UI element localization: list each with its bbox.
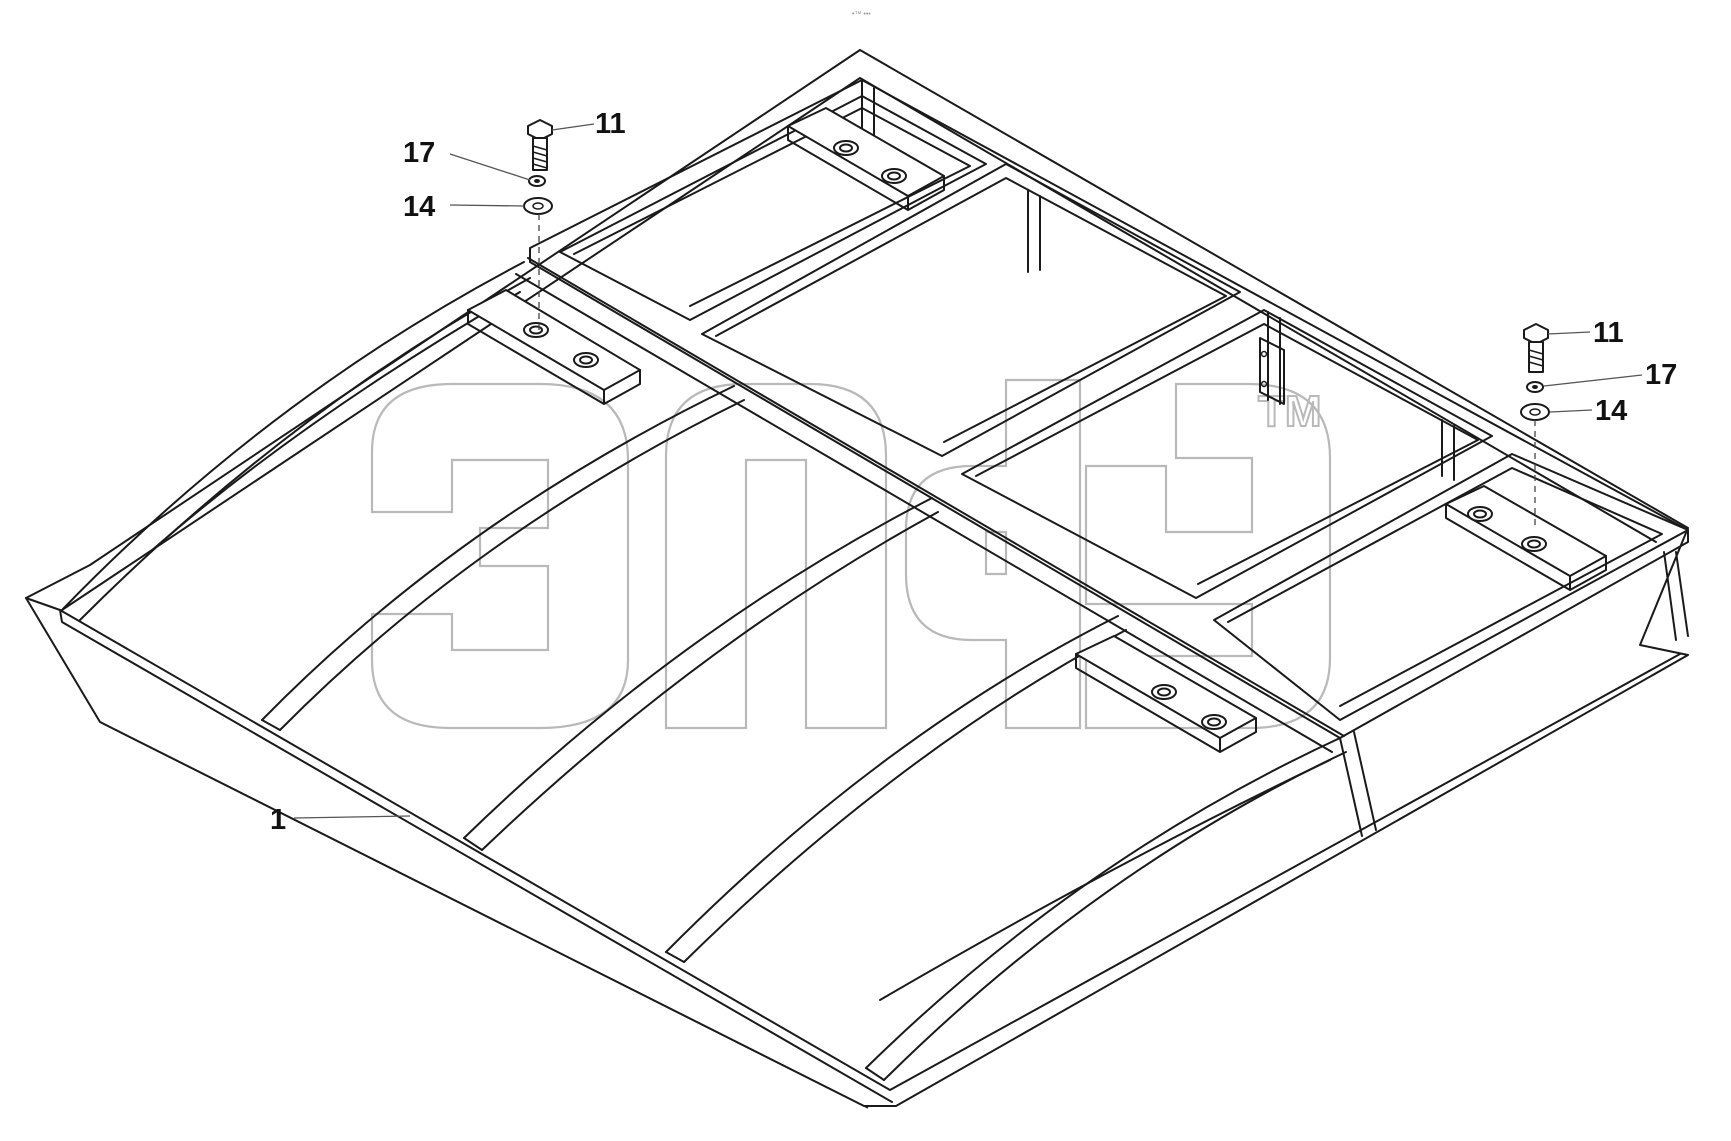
frame-opening-2: [701, 163, 1241, 457]
callout-14-right: 14: [1595, 395, 1627, 427]
callout-17-right: 17: [1645, 359, 1677, 391]
mount-bracket-2: [787, 107, 945, 211]
frame-opening-4: [1213, 453, 1689, 721]
frame-outer-rim: [25, 49, 1689, 1107]
callout-11-left: 11: [595, 108, 626, 140]
bolt-right: [1523, 323, 1549, 373]
frame-rib-3: [463, 497, 939, 851]
mount-bracket-3: [1445, 485, 1607, 591]
flat-washer-left: [523, 197, 553, 215]
watermark-letter-4: [1084, 382, 1332, 730]
callout-leaders: [293, 123, 1643, 819]
mount-bracket-4: [1075, 635, 1257, 753]
frame-inner-rim: [61, 77, 1657, 611]
callout-labels: 11 17 14 11 17 14 1: [270, 108, 1677, 836]
frame-center-beam: [515, 257, 1345, 753]
flat-washer-right: [1520, 403, 1550, 421]
callout-14-left: 14: [403, 191, 435, 223]
fastener-stack-left: [523, 119, 553, 330]
frame-rib-1: [61, 261, 531, 621]
mount-bracket-1: [467, 289, 641, 405]
frame-rib-5: [865, 737, 1347, 1081]
side-plate: [1259, 337, 1285, 405]
watermark-logo: TM: [370, 378, 1332, 730]
frame-opening-3: [961, 309, 1493, 599]
frame-rib-2: [261, 385, 745, 731]
callout-1-frame: 1: [270, 804, 286, 836]
watermark-letter-3: [904, 378, 1082, 730]
header-mark: •™ •••: [852, 11, 871, 18]
watermark-letter-1: [370, 382, 630, 730]
canopy-frame: [25, 49, 1689, 1109]
fastener-stack-right: [1520, 323, 1550, 528]
callout-17-left: 17: [403, 137, 435, 169]
frame-rib-4: [665, 615, 1127, 963]
frame-opening-1: [559, 95, 987, 321]
watermark-letter-2: [664, 382, 888, 730]
bolt-left: [527, 119, 553, 171]
callout-11-right: 11: [1593, 317, 1624, 349]
